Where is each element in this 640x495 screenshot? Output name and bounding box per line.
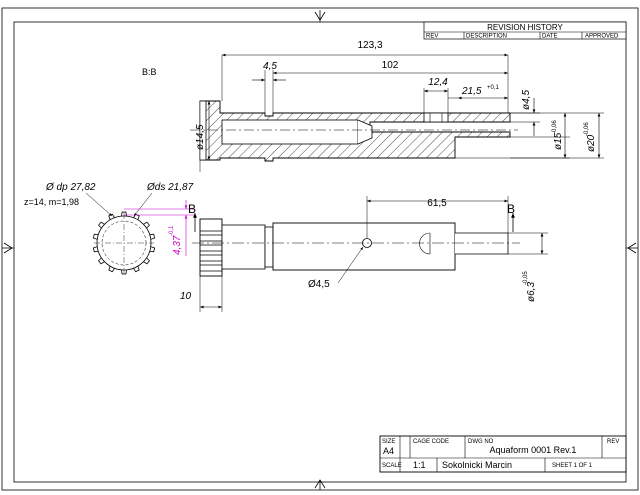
approved-column-header: APPROVED xyxy=(585,34,619,40)
scale-value: 1:1 xyxy=(413,460,426,470)
gear-tooth xyxy=(98,221,105,229)
drawing-number: Aquaform 0001 Rev.1 xyxy=(490,445,577,455)
gear-tooth xyxy=(143,221,150,229)
dim-shaft-dia-20-tol: -0,06 xyxy=(584,122,590,136)
sheet-number: SHEET 1 OF 1 xyxy=(552,463,593,469)
cage-code-label: CAGE CODE xyxy=(413,439,449,445)
gear-tooth xyxy=(143,257,150,265)
section-markers: B B xyxy=(188,202,515,232)
dim-hole-position: 61,5 xyxy=(427,198,447,209)
gear-end-view xyxy=(92,211,156,275)
gear-dimensions: Ø dp 27,82 Øds 21,87 z=14, m=1,98 4,37 -… xyxy=(24,182,195,256)
gear-tooth xyxy=(98,257,105,265)
sheet-frame xyxy=(1,7,639,491)
dim-hole-diameter: Ø4,5 xyxy=(308,279,330,290)
section-marker-right: B xyxy=(507,202,515,216)
dim-overall-length: 123,3 xyxy=(357,40,382,51)
front-view xyxy=(192,218,520,277)
gear-tooth xyxy=(133,266,140,273)
dim-hub-diameter: ø14,5 xyxy=(195,124,206,150)
revision-history-title: REVISION HISTORY xyxy=(487,23,563,32)
gear-tooth xyxy=(92,246,99,253)
section-marker-left: B xyxy=(188,202,196,216)
gear-tooth xyxy=(121,269,127,275)
dim-shaft-dia-15-tol: -0,06 xyxy=(552,120,558,134)
section-view xyxy=(190,100,518,172)
front-dimensions: 61,5 Ø4,5 10 ø6,3 -0,05 xyxy=(180,196,548,312)
dim-shaft-length: 102 xyxy=(382,60,399,71)
gear-pitch-diameter: Ø dp 27,82 xyxy=(45,182,96,193)
dim-shaft-dia-15: ø15 xyxy=(553,132,564,150)
gear-ds-diameter: Øds 21,87 xyxy=(146,182,194,193)
dim-groove-offset: 4,5 xyxy=(263,61,277,72)
revision-history-table: REVISION HISTORY REV DESCRIPTION DATE AP… xyxy=(423,21,627,40)
dim-gear-width: 10 xyxy=(180,291,192,302)
dim-slot-width: 12,4 xyxy=(428,77,448,88)
size-label: SIZE xyxy=(382,439,395,445)
dim-slot-position: 21,5 xyxy=(461,86,482,97)
scale-label: SCALE xyxy=(382,463,402,469)
drawing-number-label: DWG NO xyxy=(468,439,494,445)
gear-tooth xyxy=(149,233,156,240)
title-block: SIZE A4 CAGE CODE DWG NO Aquaform 0001 R… xyxy=(379,435,627,473)
rev-column-header: REV xyxy=(426,34,438,40)
gear-tooth xyxy=(121,211,127,217)
description-column-header: DESCRIPTION xyxy=(466,34,507,40)
gear-tooth xyxy=(149,246,156,253)
magenta-dimension: 4,37 xyxy=(172,235,183,255)
author-name: Sokolnicki Marcin xyxy=(442,460,512,470)
dim-pin-diameter: ø6,3 xyxy=(526,282,537,302)
section-dimensions: 123,3 102 4,5 12,4 21,5 +0,1 ø4,5 ø14,5 … xyxy=(195,40,604,160)
section-label: B:B xyxy=(142,67,157,77)
dim-slot-position-tol: +0,1 xyxy=(487,85,500,91)
dim-shaft-dia-20: ø20 xyxy=(586,134,597,152)
date-column-header: DATE xyxy=(542,34,558,40)
dim-slot-depth: ø4,5 xyxy=(521,90,532,110)
gear-tooth xyxy=(92,233,99,240)
dim-pin-diameter-tol: -0,05 xyxy=(523,271,529,285)
magenta-dimension-tol: -0,1 xyxy=(169,225,175,236)
size-value: A4 xyxy=(383,446,394,456)
gear-tooth xyxy=(108,266,115,273)
rev-label: REV xyxy=(607,439,619,445)
gear-parameters: z=14, m=1,98 xyxy=(24,197,79,207)
